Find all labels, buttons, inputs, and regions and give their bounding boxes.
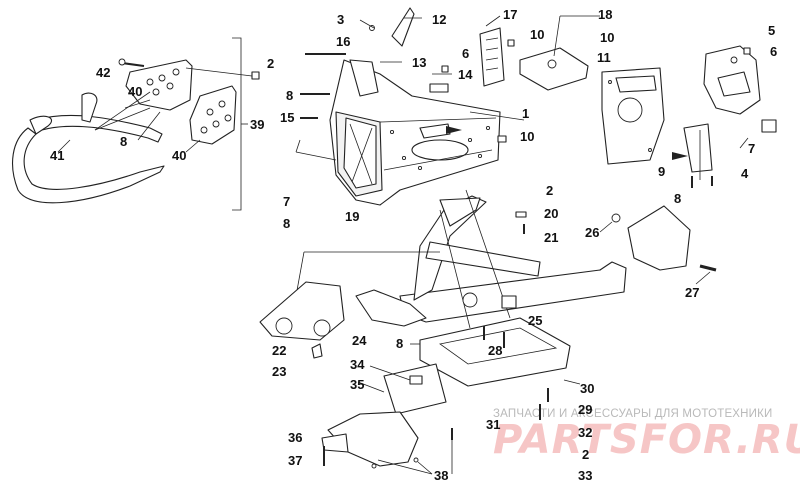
- callout-41: 41: [50, 148, 64, 163]
- callout-7b: 7: [748, 141, 755, 156]
- front-frame: [295, 7, 600, 206]
- callout-36: 36: [288, 430, 302, 445]
- callout-35: 35: [350, 377, 364, 392]
- callout-5: 5: [768, 23, 775, 38]
- callout-2c: 2: [582, 447, 589, 462]
- callout-37: 37: [288, 453, 302, 468]
- callout-10c: 10: [600, 30, 614, 45]
- callout-8d: 8: [396, 336, 403, 351]
- callout-30: 30: [580, 381, 594, 396]
- callout-17: 17: [503, 7, 517, 22]
- callout-12: 12: [432, 12, 446, 27]
- callout-42: 42: [96, 65, 110, 80]
- callout-15: 15: [280, 110, 294, 125]
- watermark: ЗАПЧАСТИ И АКСЕССУАРЫ ДЛЯ МОТОТЕХНИКИ PA…: [493, 408, 800, 463]
- callout-26: 26: [585, 225, 599, 240]
- watermark-subtitle: ЗАПЧАСТИ И АКСЕССУАРЫ ДЛЯ МОТОТЕХНИКИ: [493, 408, 773, 420]
- callout-21: 21: [544, 230, 558, 245]
- callout-8e: 8: [674, 191, 681, 206]
- callout-1: 1: [522, 106, 529, 121]
- callout-39: 39: [250, 117, 264, 132]
- callout-2b: 2: [546, 183, 553, 198]
- callout-40a: 40: [128, 84, 142, 99]
- callout-40b: 40: [172, 148, 186, 163]
- callout-19: 19: [345, 209, 359, 224]
- watermark-logo: PARTSFOR.RU: [493, 417, 800, 463]
- callout-13: 13: [412, 55, 426, 70]
- callout-8c: 8: [283, 216, 290, 231]
- callout-10a: 10: [530, 27, 544, 42]
- callout-29: 29: [578, 402, 592, 417]
- callout-34: 34: [350, 357, 365, 372]
- callout-28: 28: [488, 343, 502, 358]
- callout-31: 31: [486, 417, 500, 432]
- callout-labels: 1 2 2 2 3 4 5 6 6 7 7 8 8 8 8 8 9 10 10 …: [50, 7, 777, 483]
- right-side-parts: [601, 45, 777, 188]
- callout-16: 16: [336, 34, 350, 49]
- callout-8a: 8: [120, 134, 127, 149]
- callout-32: 32: [578, 425, 592, 440]
- callout-38: 38: [434, 468, 448, 483]
- callout-23: 23: [272, 364, 286, 379]
- callout-4: 4: [741, 166, 749, 181]
- chassis-frame: [295, 189, 717, 329]
- callout-6a: 6: [462, 46, 469, 61]
- callout-6b: 6: [770, 44, 777, 59]
- callout-10b: 10: [520, 129, 534, 144]
- callout-24: 24: [352, 333, 367, 348]
- callout-27: 27: [685, 285, 699, 300]
- callout-20: 20: [544, 206, 558, 221]
- callout-9: 9: [658, 164, 665, 179]
- callout-14: 14: [458, 67, 473, 82]
- callout-25: 25: [528, 313, 542, 328]
- callout-7a: 7: [283, 194, 290, 209]
- lower-parts: [259, 281, 581, 475]
- callout-33: 33: [578, 468, 592, 483]
- callout-2a: 2: [267, 56, 274, 71]
- callout-22: 22: [272, 343, 286, 358]
- callout-8b: 8: [286, 88, 293, 103]
- callout-11: 11: [597, 50, 611, 65]
- bumper-assembly: [12, 37, 260, 211]
- callout-3: 3: [337, 12, 344, 27]
- callout-18: 18: [598, 7, 612, 22]
